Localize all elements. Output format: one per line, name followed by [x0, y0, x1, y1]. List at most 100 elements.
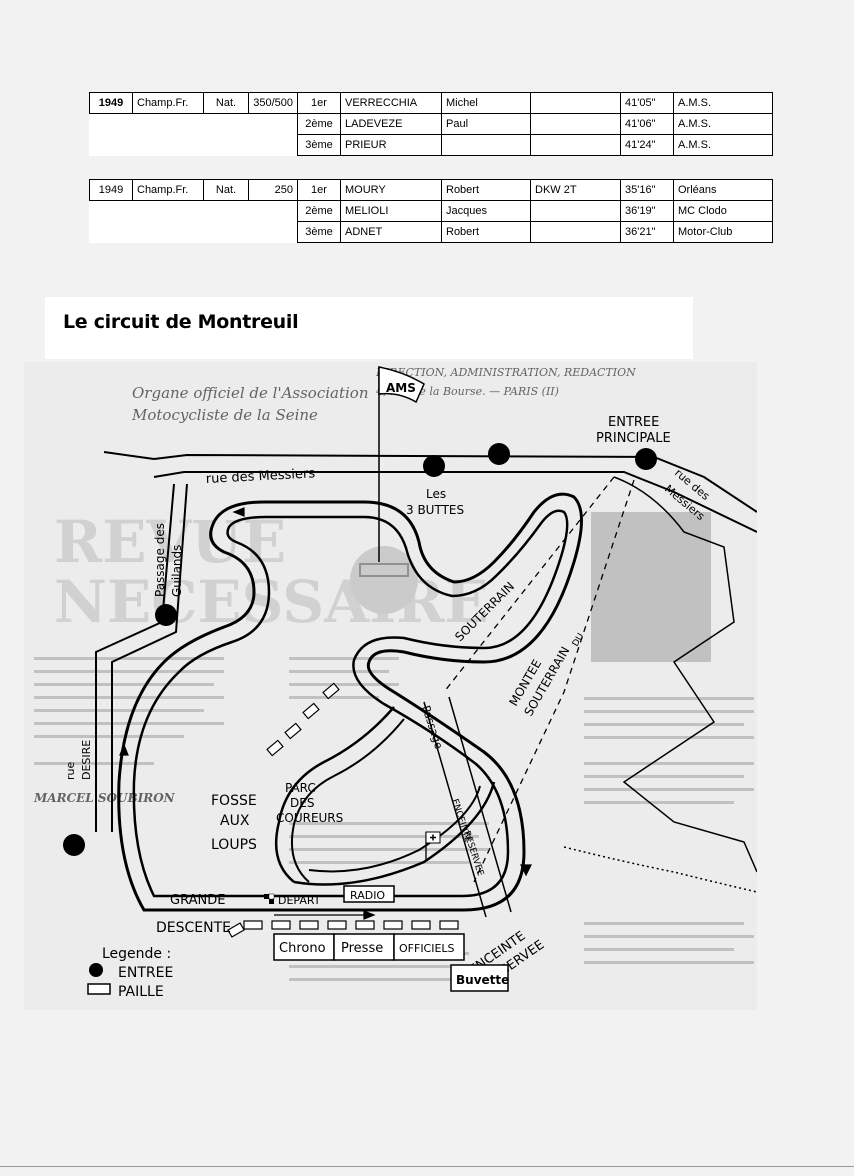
- bg-text-columns: [34, 657, 754, 981]
- straw-bale: [355, 920, 375, 930]
- track-infield-c: [293, 781, 496, 886]
- arrow-head: [520, 864, 532, 877]
- empty-cell: [133, 222, 204, 243]
- time-cell: 35'16": [620, 179, 674, 201]
- label-descente: DESCENTE: [156, 920, 231, 936]
- place-cell: 1er: [297, 92, 341, 114]
- label-aux: AUX: [220, 813, 250, 829]
- event-cell: Champ.Fr.: [132, 92, 204, 114]
- straw-bale: [243, 920, 263, 930]
- firstname-cell: Robert: [441, 221, 531, 243]
- buvette-label: Buvette: [456, 973, 509, 987]
- time-cell: 36'21": [620, 221, 674, 243]
- time-cell: 41'24": [620, 134, 674, 156]
- club-cell: Orléans: [673, 179, 773, 201]
- name-cell: VERRECCHIA: [340, 92, 442, 114]
- year-cell: 1949: [89, 92, 133, 114]
- empty-cell: [249, 114, 298, 135]
- results-table-350-500: 1949 Champ.Fr. Nat. 350/500 1er VERRECCH…: [89, 92, 773, 156]
- label-fosse: FOSSE: [211, 793, 257, 809]
- street-stub: [103, 451, 155, 460]
- results-table-250: 1949 Champ.Fr. Nat. 250 1er MOURY Robert…: [89, 179, 773, 243]
- straw-bale: [411, 920, 431, 930]
- label-rue: rue: [64, 762, 77, 780]
- track-outer: [117, 492, 583, 912]
- legend-entree-marker: [89, 963, 103, 977]
- dashed-path: [473, 479, 635, 883]
- map-labels: ENTREE PRINCIPALE rue des Messiers rue d…: [64, 415, 712, 988]
- label-les: Les: [426, 487, 446, 501]
- track-infield-d: [308, 785, 481, 873]
- label-rue-des-messiers: rue des Messiers: [205, 466, 315, 487]
- streets: [95, 451, 757, 832]
- machine-cell: [530, 200, 621, 222]
- class-cell: 250: [248, 179, 298, 201]
- name-cell: MOURY: [340, 179, 442, 201]
- empty-cell: [90, 135, 133, 156]
- entrance-marker: [155, 604, 177, 626]
- circuit-map-drawing: Organe officiel de l'Association Motocyc…: [33, 366, 757, 1000]
- firstname-cell: Robert: [441, 179, 531, 201]
- empty-cell: [204, 222, 249, 243]
- page-bottom-rule: [0, 1166, 854, 1167]
- legend-paille-marker: [87, 983, 111, 995]
- presse-label: Presse: [341, 941, 383, 956]
- terrain-outline: [613, 476, 757, 873]
- straw-bale: [322, 682, 340, 700]
- table-row: 3ème ADNET Robert 36'21" Motor-Club: [90, 221, 773, 243]
- table-row: 2ème MELIOLI Jacques 36'19" MC Clodo: [90, 200, 773, 222]
- club-cell: A.M.S.: [673, 113, 773, 135]
- label-parc: PARC: [285, 781, 316, 795]
- arrow-head: [232, 507, 245, 517]
- table-row: 3ème PRIEUR 41'24" A.M.S.: [90, 134, 773, 156]
- bg-masthead-line2: Motocycliste de la Seine: [131, 406, 318, 424]
- legend: Legende : ENTREE PAILLE: [87, 946, 173, 1000]
- empty-cell: [90, 114, 133, 135]
- corridor-line: [448, 696, 512, 913]
- place-cell: 3ème: [297, 134, 341, 156]
- officiels-box: [393, 933, 465, 961]
- place-cell: 3ème: [297, 221, 341, 243]
- level-cell: Nat.: [203, 179, 249, 201]
- terrain-right: [563, 476, 757, 893]
- bg-masthead-line1: Organe officiel de l'Association: [132, 384, 369, 402]
- bg-photo-right: [591, 512, 711, 662]
- empty-cell: [133, 201, 204, 222]
- label-grande: GRANDE: [170, 893, 225, 908]
- firstname-cell: Paul: [441, 113, 531, 135]
- straw-bale: [383, 920, 403, 930]
- club-cell: A.M.S.: [673, 92, 773, 114]
- entrance-marker: [423, 455, 445, 477]
- radio-label: RADIO: [350, 889, 385, 902]
- label-passage-des: Passage des: [153, 523, 167, 597]
- ams-flag: AMS: [378, 366, 425, 562]
- place-cell: 1er: [297, 179, 341, 201]
- firstname-cell: [441, 134, 531, 156]
- direction-arrows: [119, 507, 532, 920]
- firstname-cell: Michel: [441, 92, 531, 114]
- empty-cell: [133, 114, 204, 135]
- place-cell: 2ème: [297, 200, 341, 222]
- legend-title: Legende :: [102, 946, 171, 962]
- machine-cell: [530, 113, 621, 135]
- label-entree: ENTREE: [608, 415, 659, 430]
- name-cell: LADEVEZE: [340, 113, 442, 135]
- label-loups: LOUPS: [211, 837, 257, 853]
- flag-label: AMS: [386, 381, 416, 395]
- track-infield-b: [290, 718, 405, 883]
- label-du: DU: [571, 632, 586, 649]
- label-coureurs: COUREURS: [276, 811, 343, 825]
- circuit-map: Organe officiel de l'Association Motocyc…: [24, 362, 757, 1010]
- name-cell: MELIOLI: [340, 200, 442, 222]
- empty-cell: [249, 222, 298, 243]
- empty-cell: [90, 201, 133, 222]
- radio-box: [343, 885, 395, 903]
- place-cell: 2ème: [297, 113, 341, 135]
- track-inner: [132, 509, 569, 898]
- bg-big-word-2: NECESSAIRE: [54, 568, 489, 636]
- time-cell: 41'06": [620, 113, 674, 135]
- label-desire: DESIRE: [80, 740, 93, 780]
- club-cell: A.M.S.: [673, 134, 773, 156]
- legend-paille-label: PAILLE: [118, 984, 164, 1000]
- street-passage-des-guilands: [95, 483, 175, 832]
